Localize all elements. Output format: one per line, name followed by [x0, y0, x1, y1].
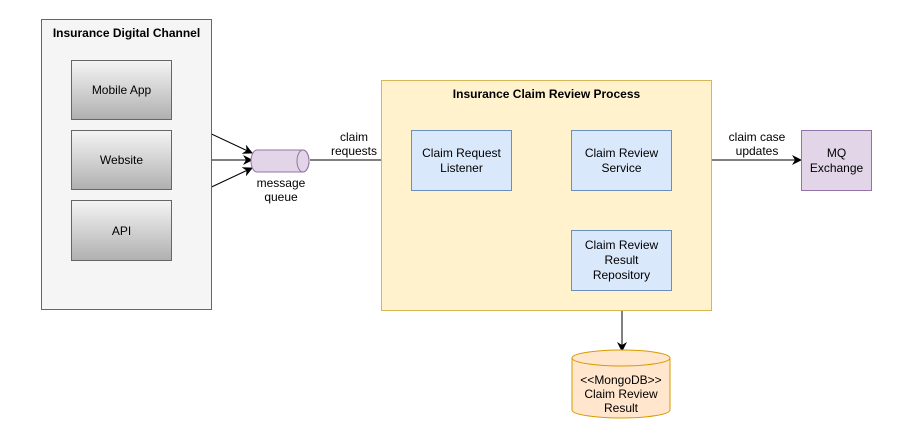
claim-request-listener-box[interactable]: Claim Request Listener [411, 130, 512, 191]
mongodb-database-icon[interactable] [569, 348, 673, 422]
mobile-app-box[interactable]: Mobile App [71, 60, 172, 120]
mq-exchange-box[interactable]: MQ Exchange [801, 130, 872, 191]
claim-case-updates-label: claim case updates [722, 130, 792, 158]
website-box[interactable]: Website [71, 130, 172, 190]
claim-review-process-title: Insurance Claim Review Process [452, 87, 641, 101]
api-box[interactable]: API [71, 200, 172, 261]
digital-channel-title: Insurance Digital Channel [52, 26, 201, 40]
claim-review-result-repository-box[interactable]: Claim Review Result Repository [571, 230, 672, 291]
mongodb-database-label: <<MongoDB>> Claim Review Result [580, 373, 662, 415]
message-queue-icon[interactable] [250, 148, 312, 174]
message-queue-label: message queue [256, 176, 306, 204]
claim-review-service-box[interactable]: Claim Review Service [571, 130, 672, 191]
claim-requests-label: claim requests [326, 130, 382, 158]
